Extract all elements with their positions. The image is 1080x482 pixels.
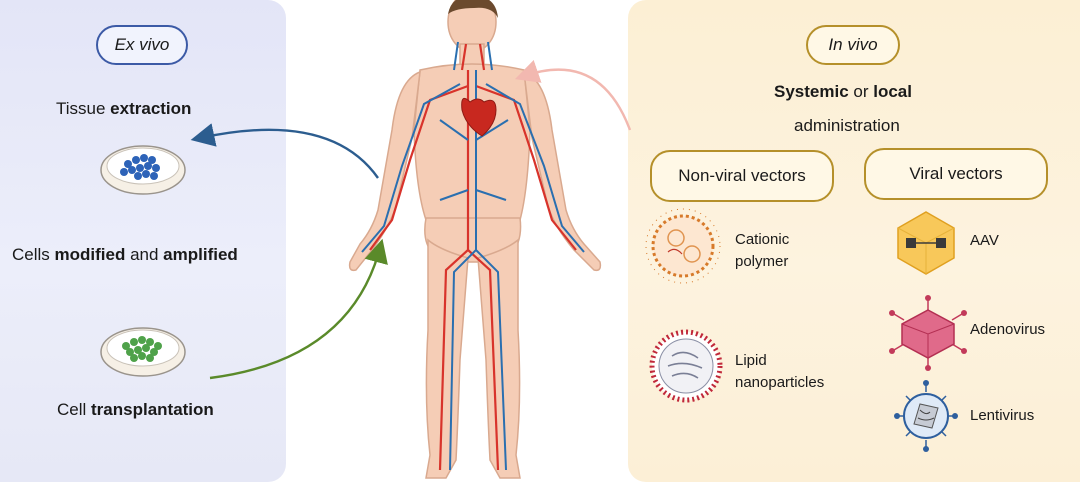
lentivirus-label: Lentivirus xyxy=(970,407,1035,424)
administration-arrow xyxy=(514,59,632,131)
aav-icon xyxy=(897,211,955,275)
extraction-arrow xyxy=(190,123,379,179)
human-body-icon xyxy=(348,0,602,479)
systemic-local-label: Systemic or local xyxy=(774,82,912,101)
cell-transplantation-label: Cell transplantation xyxy=(57,400,214,419)
ex-vivo-panel xyxy=(0,0,286,482)
lentivirus-icon xyxy=(894,380,958,452)
in-vivo-title: In vivo xyxy=(806,25,900,65)
adenovirus-icon xyxy=(889,295,967,371)
petri-dish-green-cells-icon xyxy=(100,327,186,377)
transplantation-arrow xyxy=(209,238,388,380)
aav-label: AAV xyxy=(970,232,999,249)
cationic-polymer-icon xyxy=(645,208,721,284)
lipid-nanoparticle-icon xyxy=(649,329,723,403)
cells-modified-label: Cells modified and amplified xyxy=(12,245,238,264)
adenovirus-label: Adenovirus xyxy=(970,321,1046,338)
non-viral-vectors-box: Non-viral vectors xyxy=(650,150,834,202)
tissue-extraction-label: Tissue extraction xyxy=(56,99,192,118)
viral-vectors-box: Viral vectors xyxy=(864,148,1048,200)
administration-label: administration xyxy=(794,116,900,135)
ex-vivo-title: Ex vivo xyxy=(96,25,188,65)
petri-dish-blue-cells-icon xyxy=(100,145,186,195)
